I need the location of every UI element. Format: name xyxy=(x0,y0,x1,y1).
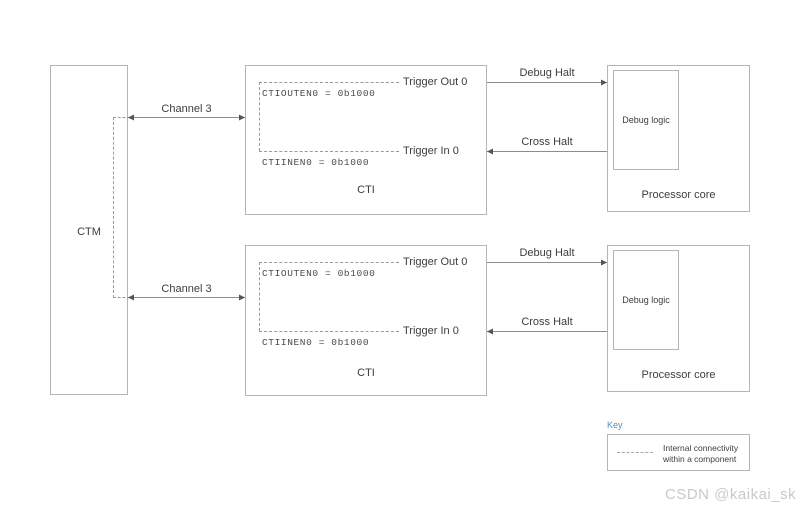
ctm-internal-dashed-bottom xyxy=(113,297,130,298)
processor-core-bottom-label: Processor core xyxy=(641,369,716,381)
cross-halt-label-bottom: Cross Halt xyxy=(521,316,573,328)
cti-bottom-ctiinen-register: CTIINEN0 = 0b1000 xyxy=(262,337,370,348)
channel-label-bottom: Channel 3 xyxy=(161,283,212,295)
cti-top-ctiouten-register: CTIOUTEN0 = 0b1000 xyxy=(262,88,376,99)
cti-top-trigger-in-label: Trigger In 0 xyxy=(403,145,459,157)
debug-halt-label-top: Debug Halt xyxy=(519,67,575,79)
cti-top-title: CTI xyxy=(357,184,375,196)
ctm-block xyxy=(50,65,128,395)
processor-core-top-label: Processor core xyxy=(641,189,716,201)
cti-top-ctiinen-register: CTIINEN0 = 0b1000 xyxy=(262,157,370,168)
ctm-internal-dashed-vertical xyxy=(113,117,114,298)
debug-logic-top-label: Debug logic xyxy=(622,115,670,125)
debug-logic-bottom xyxy=(613,250,679,350)
csdn-watermark: CSDN @kaikai_sk xyxy=(665,486,797,503)
ctm-internal-dashed-top xyxy=(113,117,130,118)
cti-bottom-dashed-trigger-in-line xyxy=(259,331,399,332)
cross-halt-label-top: Cross Halt xyxy=(521,136,573,148)
cti-bottom-dashed-vertical xyxy=(259,262,260,331)
cti-bottom-trigger-out-label: Trigger Out 0 xyxy=(403,256,468,268)
cti-block-bottom xyxy=(245,245,487,396)
cti-bottom-dashed-trigger-out-line xyxy=(259,262,399,263)
cti-top-dashed-trigger-out-line xyxy=(259,82,399,83)
cti-bottom-trigger-in-label: Trigger In 0 xyxy=(403,325,459,337)
debug-halt-label-bottom: Debug Halt xyxy=(519,247,575,259)
debug-logic-bottom-label: Debug logic xyxy=(622,295,670,305)
key-entry-label: Internal connectivity within a component xyxy=(663,443,739,465)
key-title: Key xyxy=(607,420,623,430)
key-dashed-sample-icon xyxy=(617,452,653,453)
channel-label-top: Channel 3 xyxy=(161,103,212,115)
cti-block-top xyxy=(245,65,487,215)
debug-logic-top xyxy=(613,70,679,170)
ctm-label: CTM xyxy=(77,226,101,238)
cti-bottom-ctiouten-register: CTIOUTEN0 = 0b1000 xyxy=(262,268,376,279)
cti-top-dashed-trigger-in-line xyxy=(259,151,399,152)
cti-top-trigger-out-label: Trigger Out 0 xyxy=(403,76,468,88)
cti-top-dashed-vertical xyxy=(259,82,260,151)
cti-bottom-title: CTI xyxy=(357,367,375,379)
